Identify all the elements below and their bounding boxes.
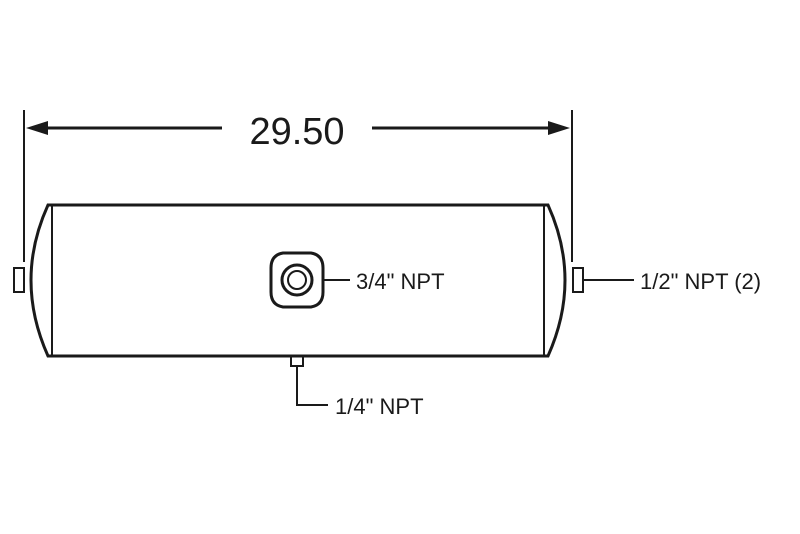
left-end-fitting xyxy=(13,267,25,293)
tank-body xyxy=(29,203,567,358)
left-arrowhead xyxy=(26,121,48,135)
center-port-fitting xyxy=(269,251,325,309)
right-end-fitting xyxy=(572,267,584,293)
bottom-drain-leader xyxy=(296,366,328,406)
right-arrowhead xyxy=(548,121,570,135)
end-ports-label: 1/2" NPT (2) xyxy=(640,269,761,294)
bottom-drain-label: 1/4" NPT xyxy=(335,394,424,419)
overall-length-dimension: 29.50 xyxy=(249,111,344,153)
center-port-label: 3/4" NPT xyxy=(356,269,445,294)
